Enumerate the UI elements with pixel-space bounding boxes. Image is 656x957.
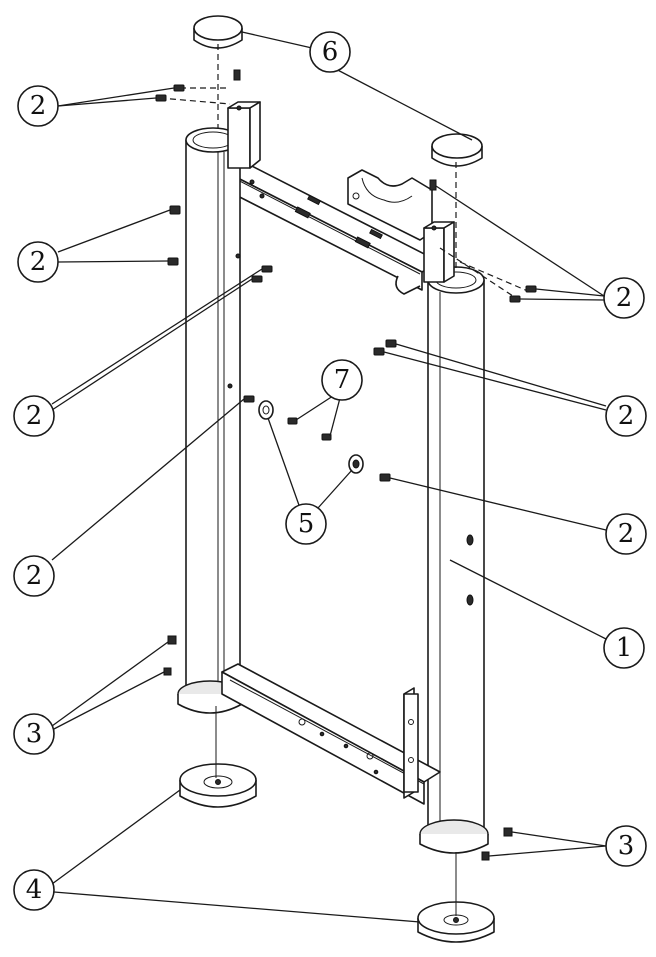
callout-2-top-right: 2	[603, 277, 645, 319]
leveling-foot-right	[417, 901, 495, 943]
top-crossbar	[221, 159, 441, 291]
top-end-cap-right	[431, 133, 483, 167]
svg-text:3: 3	[618, 831, 635, 861]
svg-text:2: 2	[618, 401, 635, 431]
svg-text:2: 2	[26, 561, 43, 591]
leader-lines	[51, 31, 609, 923]
callout-2-top-left: 2	[17, 85, 59, 127]
svg-text:7: 7	[334, 365, 351, 395]
svg-text:2: 2	[618, 519, 635, 549]
svg-text:5: 5	[298, 509, 315, 539]
svg-text:1: 1	[616, 633, 633, 663]
callout-7: 7	[321, 359, 363, 401]
callout-5: 5	[285, 503, 327, 545]
top-end-cap-left	[193, 15, 243, 49]
svg-text:2: 2	[26, 401, 43, 431]
right-foot-plate	[419, 819, 489, 854]
leveling-foot-left	[179, 763, 257, 808]
svg-text:2: 2	[616, 283, 633, 313]
callout-3-right: 3	[605, 825, 647, 867]
callout-4: 4	[13, 869, 55, 911]
callout-2-lower-right: 2	[605, 513, 647, 555]
callout-2-mid-right: 2	[605, 395, 647, 437]
svg-text:4: 4	[26, 875, 43, 905]
assembly-axis-lines	[159, 44, 531, 916]
callout-2-lowest-left: 2	[13, 555, 55, 597]
bottom-crossbar	[221, 663, 441, 805]
callout-2-mid-left: 2	[17, 241, 59, 283]
svg-text:6: 6	[322, 37, 339, 67]
svg-text:3: 3	[26, 719, 43, 749]
fasteners	[155, 69, 537, 861]
callout-2-lower-left: 2	[13, 395, 55, 437]
callout-3-left: 3	[13, 713, 55, 755]
callout-6: 6	[309, 31, 351, 73]
callout-1: 1	[603, 627, 645, 669]
svg-text:2: 2	[30, 247, 47, 277]
svg-text:2: 2	[30, 91, 47, 121]
